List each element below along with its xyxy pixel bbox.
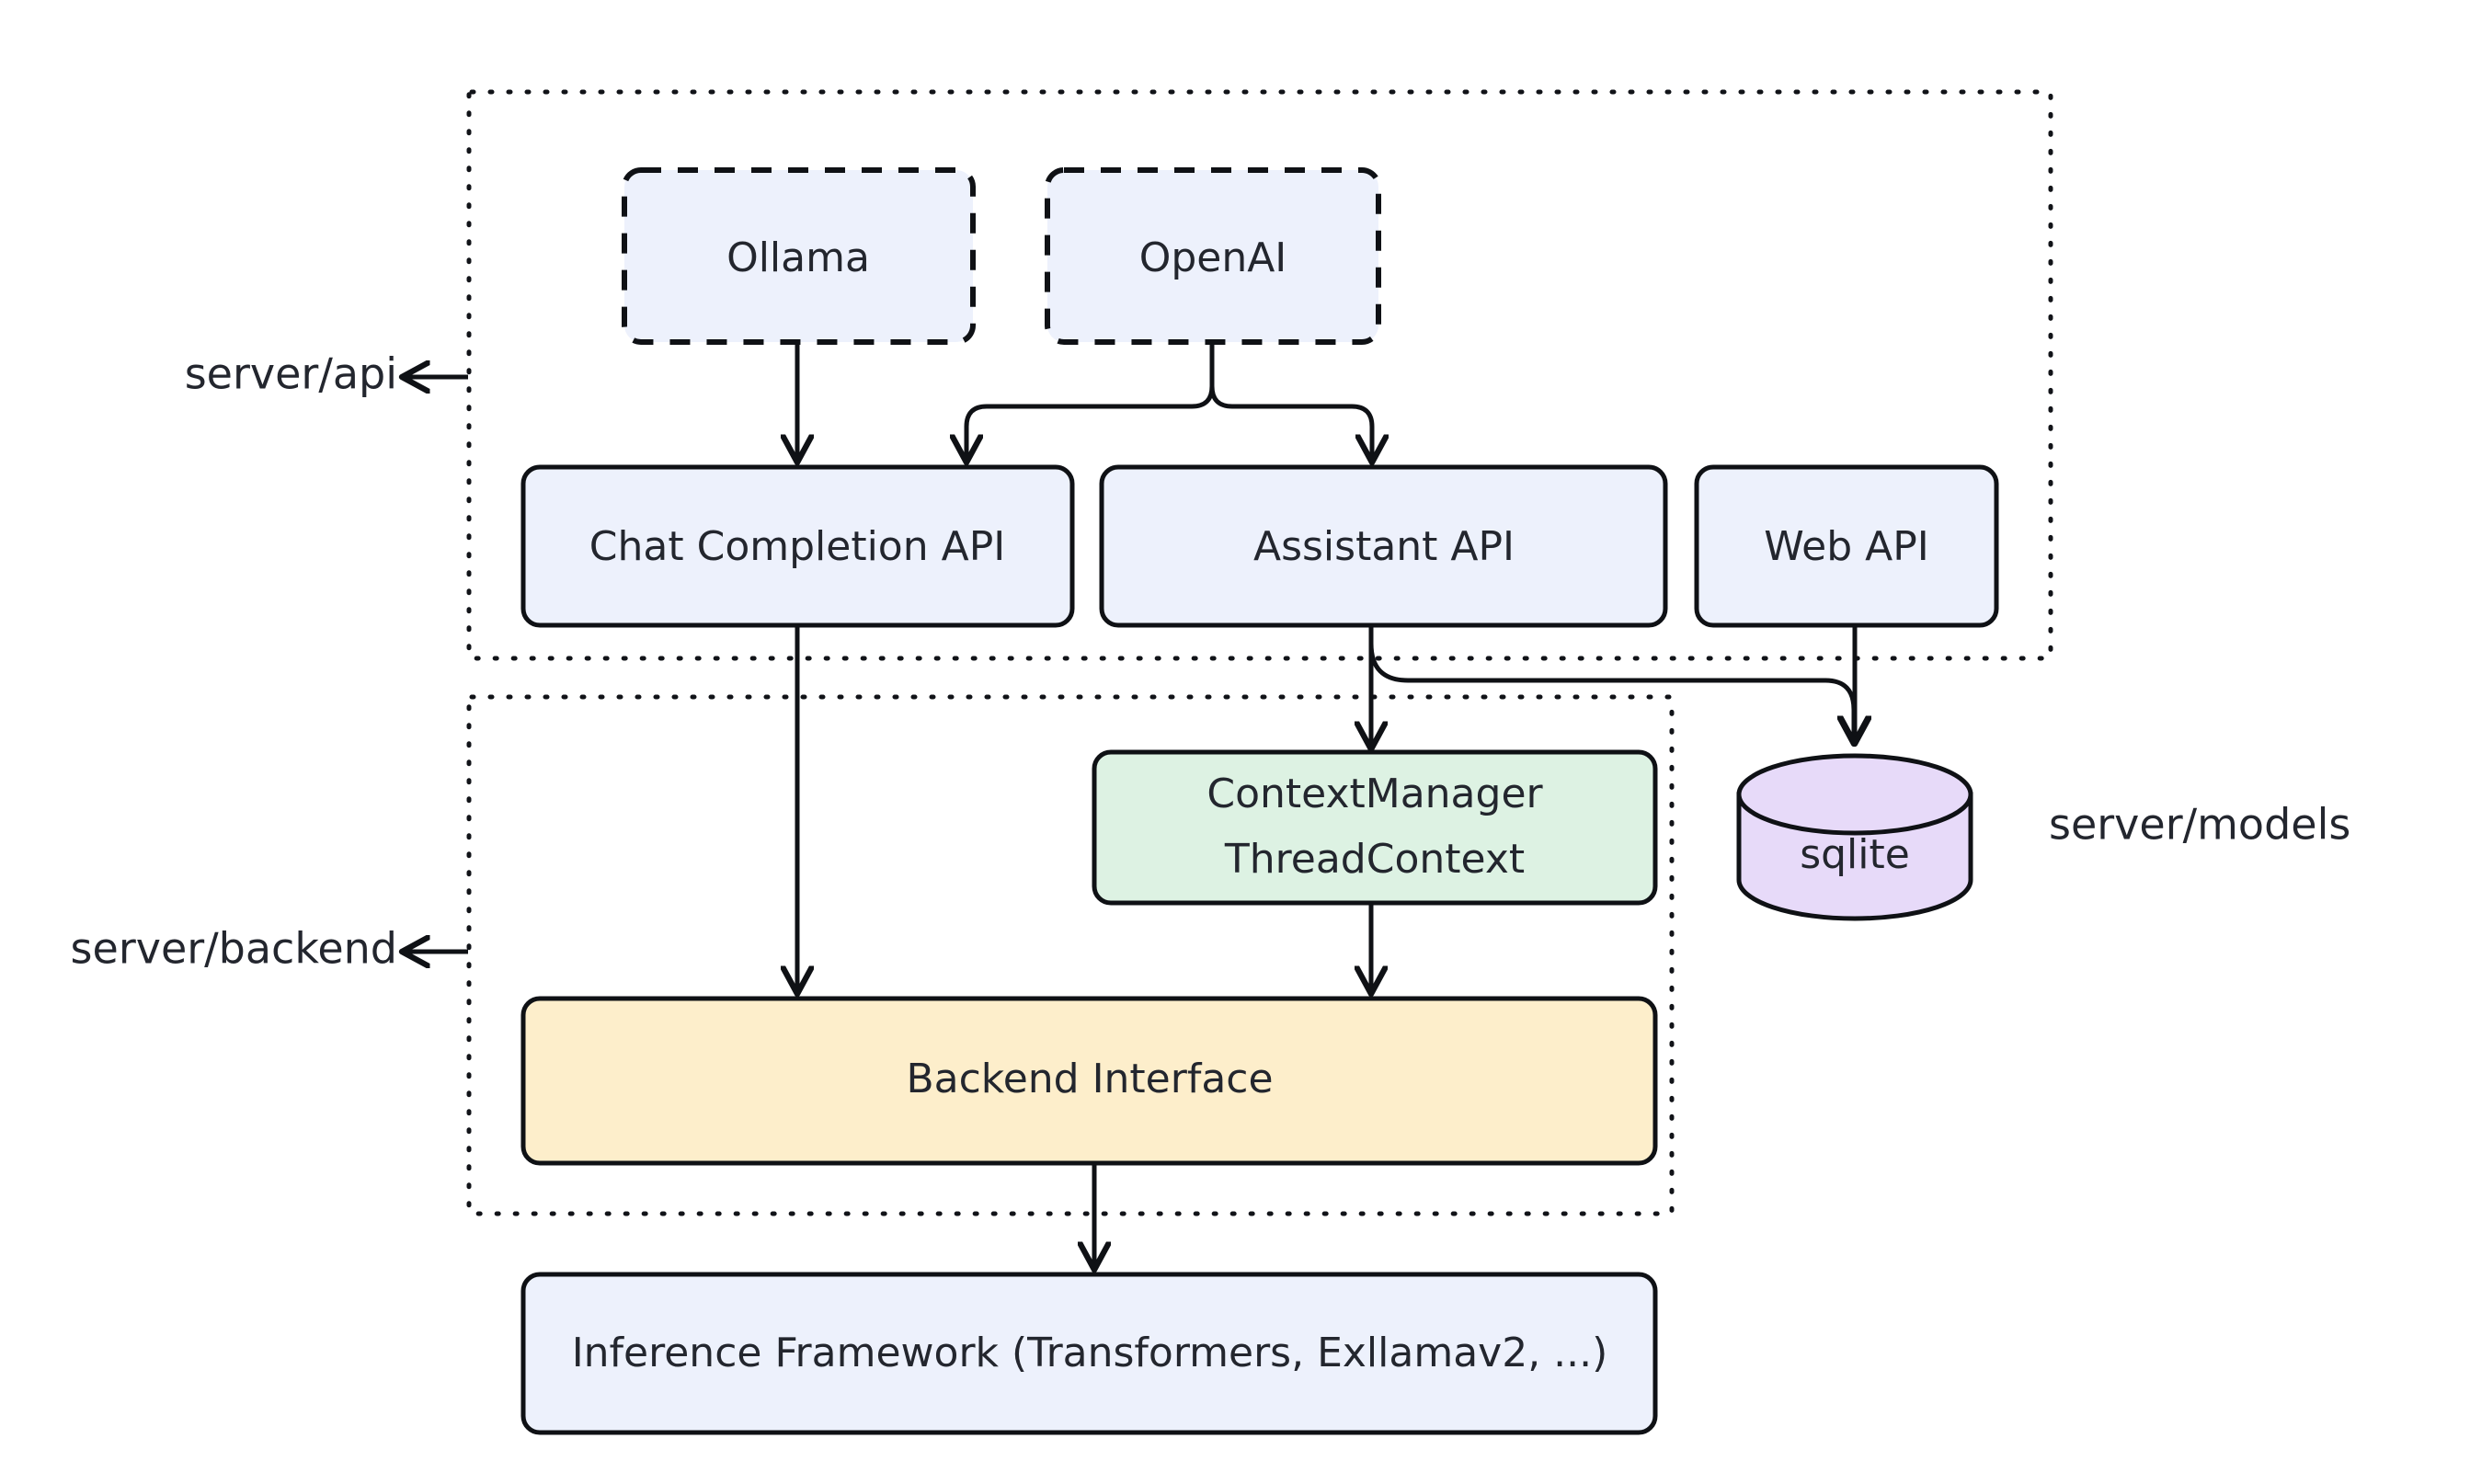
node-inference-framework[interactable]: Inference Framework (Transformers, Exlla… — [520, 1272, 1658, 1435]
node-inference-framework-shape[interactable] — [520, 1272, 1658, 1435]
node-ollama-shape[interactable] — [622, 167, 976, 345]
node-sqlite-label: sqlite — [1800, 831, 1910, 878]
edge-openai-to-chat-api — [966, 342, 1215, 460]
node-backend-interface-label: Backend Interface — [906, 1056, 1273, 1102]
group-label-server-backend: server/backend — [71, 924, 397, 974]
node-openai-label: OpenAI — [1139, 234, 1287, 281]
node-context-manager-label-line1: ContextManager — [1206, 771, 1543, 817]
node-chat-completion-api-label: Chat Completion API — [589, 523, 1005, 570]
node-sqlite-top[interactable] — [1736, 753, 1973, 836]
node-sqlite[interactable]: sqlite — [1736, 753, 1973, 921]
node-chat-completion-api-shape[interactable] — [520, 464, 1075, 628]
group-server-backend — [466, 694, 1675, 1216]
node-backend-interface[interactable]: Backend Interface — [520, 996, 1658, 1166]
node-openai-shape[interactable] — [1045, 167, 1381, 345]
node-assistant-api[interactable]: Assistant API — [1099, 464, 1668, 628]
group-label-server-api: server/api — [185, 349, 397, 399]
node-context-manager[interactable]: ContextManager ThreadContext — [1092, 749, 1658, 906]
node-backend-interface-shape[interactable] — [520, 996, 1658, 1166]
group-server-api — [466, 89, 2053, 661]
node-web-api-shape[interactable] — [1694, 464, 1999, 628]
node-context-manager-label-line2: ThreadContext — [1224, 836, 1525, 883]
node-ollama[interactable]: Ollama — [622, 167, 976, 345]
node-context-manager-shape[interactable] — [1092, 749, 1658, 906]
node-assistant-api-label: Assistant API — [1253, 523, 1515, 570]
node-web-api-label: Web API — [1764, 523, 1929, 570]
group-label-server-models: server/models — [2049, 800, 2350, 850]
node-ollama-label: Ollama — [726, 234, 870, 281]
node-assistant-api-shape[interactable] — [1099, 464, 1668, 628]
edge-assistant-api-to-sqlite — [1368, 643, 1854, 741]
edge-openai-to-assistant-api — [1209, 342, 1372, 460]
node-web-api[interactable]: Web API — [1694, 464, 1999, 628]
node-openai[interactable]: OpenAI — [1045, 167, 1381, 345]
node-chat-completion-api[interactable]: Chat Completion API — [520, 464, 1075, 628]
node-inference-framework-label: Inference Framework (Transformers, Exlla… — [572, 1330, 1608, 1376]
